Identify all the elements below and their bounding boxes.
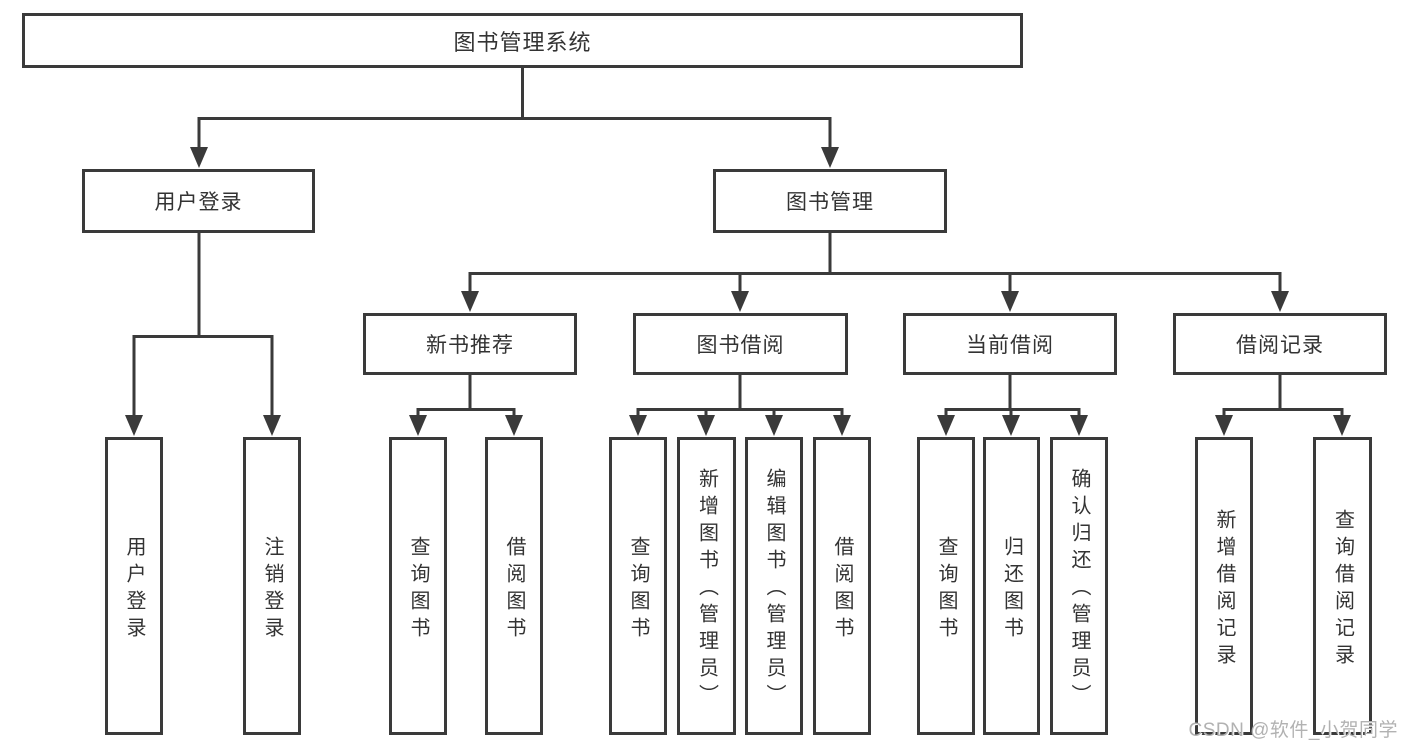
leaf-logout: 注销登录 (243, 437, 301, 735)
node-label: 新书推荐 (426, 334, 514, 357)
node-label: 借阅记录 (1236, 334, 1324, 357)
node-label: 当前借阅 (966, 334, 1054, 357)
leaf-edit-books-admin: 编辑图书（管理员） (745, 437, 803, 735)
leaf-confirm-return-admin: 确认归还（管理员） (1050, 437, 1108, 735)
leaf-return-books: 归还图书 (983, 437, 1040, 735)
node-new-book-recommend: 新书推荐 (363, 313, 577, 375)
node-label: 用户登录 (154, 191, 243, 214)
node-current-borrow: 当前借阅 (903, 313, 1117, 375)
node-borrow-records: 借阅记录 (1173, 313, 1387, 375)
leaf-query-borrow-record: 查询借阅记录 (1313, 437, 1372, 735)
node-book-management: 图书管理 (713, 169, 947, 233)
leaf-query-books-1: 查询图书 (389, 437, 447, 735)
node-label: 图书借阅 (696, 334, 785, 357)
leaf-borrow-books-2: 借阅图书 (813, 437, 871, 735)
node-root-library-system: 图书管理系统 (22, 13, 1023, 68)
node-user-login: 用户登录 (82, 169, 315, 233)
leaf-add-borrow-record: 新增借阅记录 (1195, 437, 1253, 735)
node-book-borrow: 图书借阅 (633, 313, 848, 375)
leaf-query-books-3: 查询图书 (917, 437, 975, 735)
leaf-query-books-2: 查询图书 (609, 437, 667, 735)
leaf-add-books-admin: 新增图书（管理员） (677, 437, 736, 735)
leaf-borrow-books-1: 借阅图书 (485, 437, 543, 735)
csdn-watermark: CSDN @软件_小贺同学 (1188, 720, 1398, 741)
leaf-user-login: 用户登录 (105, 437, 163, 735)
node-label: 图书管理系统 (453, 29, 592, 55)
node-label: 图书管理 (786, 191, 874, 214)
